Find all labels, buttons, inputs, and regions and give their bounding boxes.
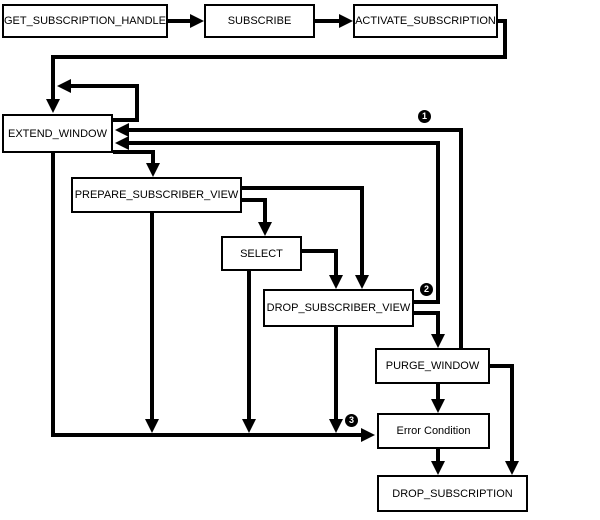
arrowhead-down-icon <box>505 461 519 475</box>
node-activate-subscription: ACTIVATE_SUBSCRIPTION <box>353 4 498 38</box>
node-prepare-subscriber-view: PREPARE_SUBSCRIBER_VIEW <box>71 177 242 213</box>
arrowhead-left-icon <box>57 79 71 93</box>
edge-dropview-to-extend-line <box>414 300 440 304</box>
edge-select-to-dropview-line <box>334 249 338 275</box>
step-badge-3: 3 <box>345 414 358 427</box>
edge-error-collector-line <box>51 433 361 437</box>
edge-prepare-to-error-line <box>150 213 154 419</box>
node-subscribe: SUBSCRIBE <box>204 4 315 38</box>
arrowhead-down-icon <box>329 275 343 289</box>
edge-purge-to-dropsub-line <box>510 364 514 461</box>
node-drop-subscriber-view: DROP_SUBSCRIBER_VIEW <box>263 289 414 327</box>
arrowhead-down-icon <box>431 461 445 475</box>
edge-prepare-to-select-line <box>242 198 267 202</box>
edge-extend-self-loop-line <box>135 84 139 122</box>
arrowhead-right-icon <box>190 14 204 28</box>
edge-dropview-to-purge-line <box>414 311 440 315</box>
arrowhead-down-icon <box>258 222 272 236</box>
edge-extend-to-prepare-line <box>113 150 155 154</box>
node-select: SELECT <box>221 236 302 271</box>
edge-error-to-dropsub-line <box>436 449 440 461</box>
edge-select-to-dropview-line <box>302 249 338 253</box>
arrowhead-down-icon <box>329 419 343 433</box>
edge-dropview-to-error-line <box>334 327 338 419</box>
edge-extend-self-loop-line <box>71 84 139 88</box>
arrowhead-right-icon <box>339 14 353 28</box>
edge-activate-to-extend-line <box>498 19 507 23</box>
step-badge-2: 2 <box>420 283 433 296</box>
arrowhead-down-icon <box>431 334 445 348</box>
arrowhead-down-icon <box>145 419 159 433</box>
edge-dropview-to-extend-line <box>436 141 440 304</box>
edge-dropview-to-extend-line <box>129 141 440 145</box>
edge-extend-to-prepare-line <box>151 150 155 163</box>
node-error-condition: Error Condition <box>377 413 490 449</box>
edge-extend-self-loop-line <box>113 118 139 122</box>
edge-purge-to-error-line <box>436 384 440 399</box>
edge-get-to-subscribe-line <box>168 19 190 23</box>
edge-prepare-to-select-line <box>263 198 267 222</box>
node-get-subscription-handle: GET_SUBSCRIPTION_HANDLE <box>2 4 168 38</box>
edge-subscribe-to-activate-line <box>315 19 339 23</box>
node-purge-window: PURGE_WINDOW <box>375 348 490 384</box>
arrowhead-down-icon <box>242 419 256 433</box>
edge-activate-to-extend-line <box>51 55 507 59</box>
edge-purge-to-extend-line <box>459 128 463 348</box>
edge-prepare-to-dropview-line <box>242 186 364 190</box>
arrowhead-down-icon <box>46 99 60 113</box>
edge-purge-to-dropsub-line <box>490 364 514 368</box>
arrowhead-down-icon <box>146 163 160 177</box>
edge-dropview-to-purge-line <box>436 311 440 334</box>
arrowhead-right-icon <box>361 428 375 442</box>
edge-extend-to-error-line <box>51 153 55 437</box>
edge-activate-to-extend-line <box>503 19 507 59</box>
edge-prepare-to-dropview-line <box>360 186 364 275</box>
node-drop-subscription: DROP_SUBSCRIPTION <box>377 475 528 512</box>
arrowhead-left-icon <box>115 136 129 150</box>
arrowhead-down-icon <box>431 399 445 413</box>
arrowhead-down-icon <box>355 275 369 289</box>
edge-activate-to-extend-line <box>51 55 55 99</box>
arrowhead-left-icon <box>115 123 129 137</box>
edge-select-to-error-line <box>247 271 251 419</box>
node-extend-window: EXTEND_WINDOW <box>2 114 113 153</box>
step-badge-1: 1 <box>418 110 431 123</box>
edge-purge-to-extend-line <box>129 128 463 132</box>
